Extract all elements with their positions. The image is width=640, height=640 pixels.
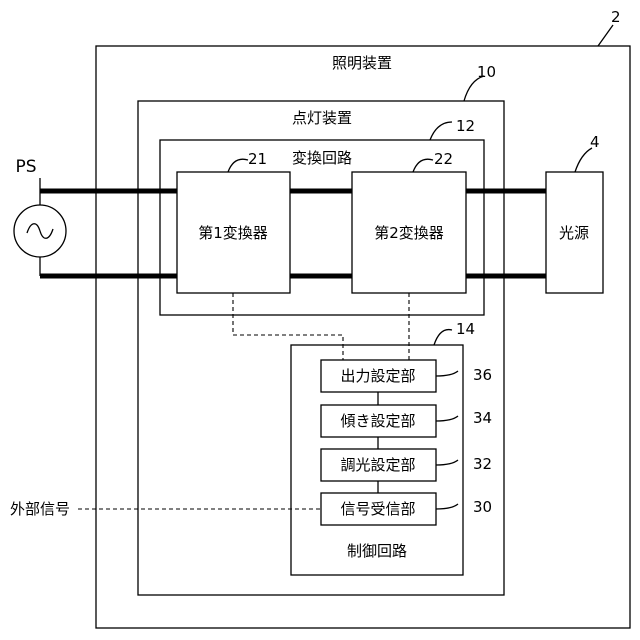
second-converter-label: 第2変換器 <box>374 224 444 242</box>
dimming-setting-ref: 32 <box>473 455 492 473</box>
control-circuit-ref: 14 <box>456 320 475 338</box>
first-converter-ref: 21 <box>248 150 267 168</box>
slope-setting-label: 傾き設定部 <box>340 412 415 430</box>
control-circuit-label: 制御回路 <box>347 542 407 560</box>
slope-setting-ref: 34 <box>473 409 492 427</box>
signal-receiver-label: 信号受信部 <box>340 500 415 518</box>
output-setting-label: 出力設定部 <box>340 367 415 385</box>
lighting-device-leader <box>598 25 613 46</box>
light-source-label: 光源 <box>559 224 589 242</box>
light-source-ref: 4 <box>590 133 600 151</box>
signal-receiver-ref: 30 <box>473 498 492 516</box>
external-signal-label: 外部信号 <box>10 500 70 518</box>
conversion-circuit-ref: 12 <box>456 117 475 135</box>
power-supply-label: PS <box>15 157 36 177</box>
output-setting-ref: 36 <box>473 366 492 384</box>
conversion-circuit-label: 変換回路 <box>292 149 352 167</box>
second-converter-ref: 22 <box>434 150 453 168</box>
lighting-apparatus-ref: 10 <box>477 63 496 81</box>
lighting-device-label: 照明装置 <box>332 54 392 72</box>
first-converter-label: 第1変換器 <box>198 224 268 242</box>
sine-wave-icon <box>27 224 53 239</box>
dimming-setting-label: 調光設定部 <box>340 456 415 474</box>
lighting-apparatus-label: 点灯装置 <box>292 109 352 127</box>
lighting-device-ref: 2 <box>611 8 621 26</box>
